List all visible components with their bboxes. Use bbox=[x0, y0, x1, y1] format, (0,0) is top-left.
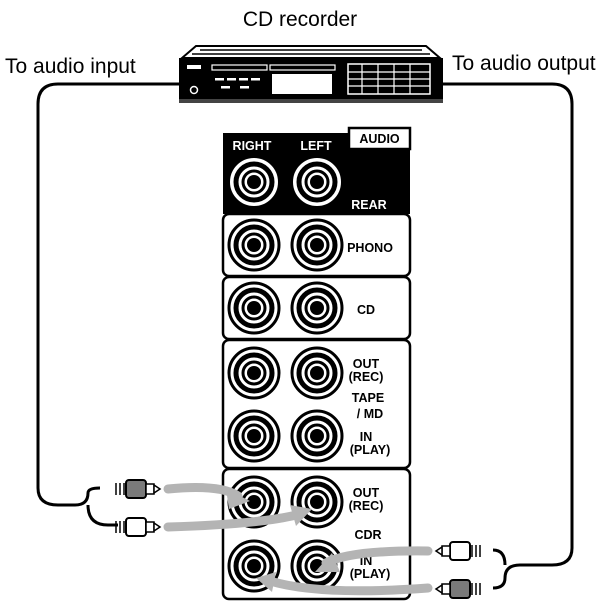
arrow-from-cdr-in-right bbox=[265, 576, 433, 596]
left-channel-label: LEFT bbox=[300, 139, 332, 153]
audio-badge: AUDIO bbox=[359, 132, 400, 146]
cdr-label: CDR bbox=[354, 528, 381, 542]
rca-plugs bbox=[115, 479, 481, 599]
right-channel-label: RIGHT bbox=[233, 139, 272, 153]
rca-jacks bbox=[227, 156, 344, 593]
arrow-to-cdr-out-left bbox=[163, 510, 301, 532]
rca-jack-tape-in-left bbox=[290, 409, 344, 463]
tape-out-label: OUT bbox=[353, 357, 380, 371]
rca-jack-cd-right bbox=[227, 281, 281, 335]
phono-label: PHONO bbox=[347, 241, 393, 255]
signal-arrows bbox=[163, 483, 433, 596]
rca-plug-right-bottom-dark bbox=[434, 579, 481, 599]
md-label: / MD bbox=[357, 407, 383, 421]
rca-jack-tape-in-right bbox=[227, 409, 281, 463]
cable-branch-lower-left bbox=[86, 504, 118, 527]
rca-jack-rear-right bbox=[228, 156, 280, 208]
to-audio-input-label: To audio input bbox=[5, 55, 136, 78]
cdr-play-label: (PLAY) bbox=[350, 567, 391, 581]
rear-label: REAR bbox=[351, 198, 386, 212]
rca-plug-left-bottom-light bbox=[115, 517, 162, 537]
arrowhead bbox=[256, 572, 276, 592]
rca-jack-phono-left bbox=[290, 218, 344, 272]
tape-rec-label: (REC) bbox=[349, 370, 384, 384]
rca-jack-phono-right bbox=[227, 218, 281, 272]
rca-jack-tape-out-right bbox=[227, 346, 281, 400]
tape-label: TAPE bbox=[352, 391, 384, 405]
to-audio-output-label: To audio output bbox=[452, 52, 596, 75]
arrowhead bbox=[315, 553, 340, 572]
rca-jack-rear-left bbox=[291, 156, 343, 208]
diagram-title: CD recorder bbox=[243, 8, 357, 31]
cd-label: CD bbox=[357, 303, 375, 317]
cd-recorder-device bbox=[179, 45, 443, 103]
cable-to-audio-input bbox=[36, 82, 180, 507]
cable-to-audio-output bbox=[443, 82, 574, 590]
cdr-out-label: OUT bbox=[353, 486, 380, 500]
arrowhead bbox=[290, 505, 312, 526]
tape-in-label: IN bbox=[360, 430, 373, 444]
arrowhead bbox=[226, 489, 250, 509]
cdr-rec-label: (REC) bbox=[349, 499, 384, 513]
cable-branch-upper-right bbox=[492, 548, 507, 566]
rca-jack-cdr-in-right bbox=[227, 539, 281, 593]
rca-plug-right-top-light bbox=[434, 541, 481, 561]
rca-jack-tape-out-left bbox=[290, 346, 344, 400]
rca-jack-cd-left bbox=[290, 281, 344, 335]
rca-plug-left-top-dark bbox=[115, 479, 162, 499]
tape-play-label: (PLAY) bbox=[350, 443, 391, 457]
